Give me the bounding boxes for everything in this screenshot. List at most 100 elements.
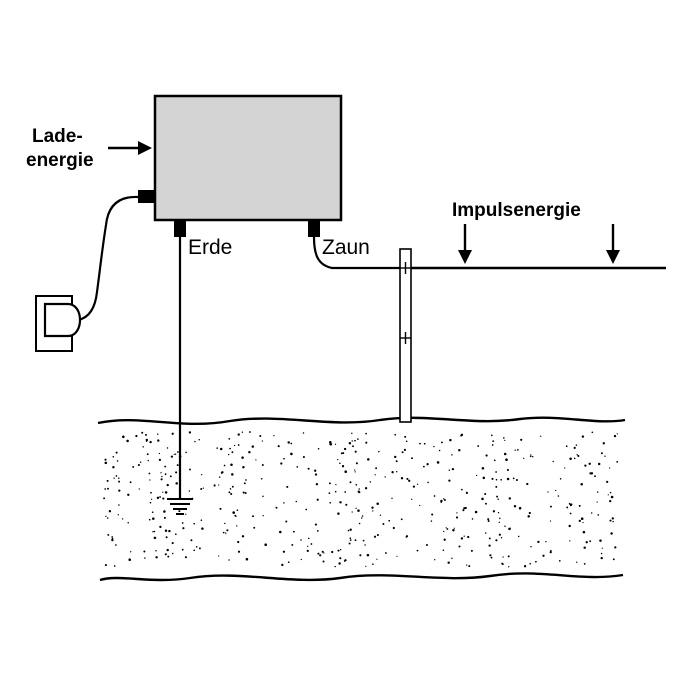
soil-speck [433, 495, 436, 497]
soil-speck [241, 535, 245, 538]
soil-speck [235, 515, 237, 517]
soil-speck [602, 442, 605, 445]
soil-speck [245, 557, 249, 561]
soil-speck [170, 455, 174, 458]
soil-speck [158, 452, 161, 455]
soil-speck [374, 474, 376, 476]
soil-speck [400, 477, 404, 480]
soil-speck [155, 556, 158, 559]
soil-speck [145, 433, 147, 436]
soil-speck [200, 519, 203, 521]
soil-speck [223, 464, 226, 467]
soil-speck [601, 547, 603, 549]
soil-speck [113, 565, 116, 567]
soil-speck [126, 439, 129, 443]
soil-speck [218, 476, 221, 478]
soil-speck [597, 514, 600, 516]
label-pulse-energy: Impulsenergie [452, 200, 581, 221]
soil-speck [107, 533, 110, 536]
soil-speck [508, 566, 510, 568]
soil-speck [139, 461, 142, 463]
soil-speck [354, 471, 356, 473]
soil-speck [286, 485, 289, 488]
soil-speck [411, 457, 413, 460]
soil-speck [282, 550, 286, 553]
soil-speck [300, 539, 302, 541]
soil-speck [523, 565, 527, 568]
soil-speck [322, 560, 325, 563]
soil-speck [275, 506, 278, 509]
soil-speck [252, 515, 254, 518]
soil-speck [482, 476, 486, 480]
soil-speck [171, 432, 174, 435]
soil-speck [165, 536, 168, 539]
soil-speck [198, 547, 201, 550]
soil-speck [616, 461, 619, 463]
soil-speck [558, 560, 561, 562]
soil-speck [232, 511, 235, 514]
soil-speck [255, 459, 257, 461]
soil-speck [113, 477, 115, 479]
soil-speck [359, 554, 362, 557]
soil-speck [354, 539, 357, 542]
soil-speck [169, 475, 172, 478]
soil-speck [295, 500, 298, 503]
soil-speck [354, 439, 356, 442]
soil-speck [153, 530, 156, 533]
soil-speck [358, 491, 361, 494]
soil-speck [604, 455, 606, 457]
soil-speck [493, 459, 496, 462]
soil-speck [531, 455, 534, 458]
soil-speck [137, 463, 140, 467]
soil-speck [451, 467, 455, 471]
soil-speck [118, 504, 120, 506]
soil-speck [237, 444, 240, 446]
soil-speck [597, 462, 601, 466]
soil-speck [150, 491, 152, 494]
soil-speck [316, 498, 319, 501]
soil-speck [354, 450, 357, 453]
soil-speck [181, 548, 184, 551]
soil-speck [334, 565, 336, 568]
soil-speck [334, 443, 337, 445]
soil-speck [220, 472, 223, 474]
soil-speck [392, 526, 395, 530]
soil-speck [149, 501, 152, 504]
soil-speck [458, 545, 461, 548]
soil-speck [491, 477, 494, 480]
soil-speck [188, 431, 192, 434]
soil-speck [433, 445, 435, 448]
soil-speck [549, 551, 552, 554]
soil-speck [111, 539, 114, 542]
soil-speck [569, 540, 571, 542]
soil-speck [306, 549, 309, 553]
soil-speck [104, 461, 108, 465]
soil-speck [262, 495, 264, 497]
soil-speck [118, 480, 121, 483]
soil-speck [372, 510, 374, 512]
soil-speck [280, 462, 283, 465]
soil-speck [434, 559, 436, 561]
soil-speck [337, 458, 339, 461]
soil-speck [591, 431, 594, 434]
soil-speck [455, 516, 459, 519]
soil-speck [573, 457, 576, 460]
soil-speck [331, 550, 334, 554]
soil-speck [104, 458, 107, 461]
soil-speck [362, 539, 365, 542]
soil-speck [314, 523, 317, 526]
soil-speck [497, 498, 499, 500]
soil-speck [467, 535, 470, 539]
soil-speck [115, 451, 118, 454]
soil-speck [166, 548, 169, 552]
soil-speck [404, 435, 407, 438]
soil-speck [361, 517, 363, 519]
soil-speck [372, 563, 374, 565]
soil-speck [537, 540, 540, 544]
soil-speck [451, 454, 453, 456]
soil-speck [310, 543, 313, 545]
soil-speck [452, 528, 455, 532]
soil-speck [231, 485, 234, 488]
soil-speck [504, 439, 506, 442]
